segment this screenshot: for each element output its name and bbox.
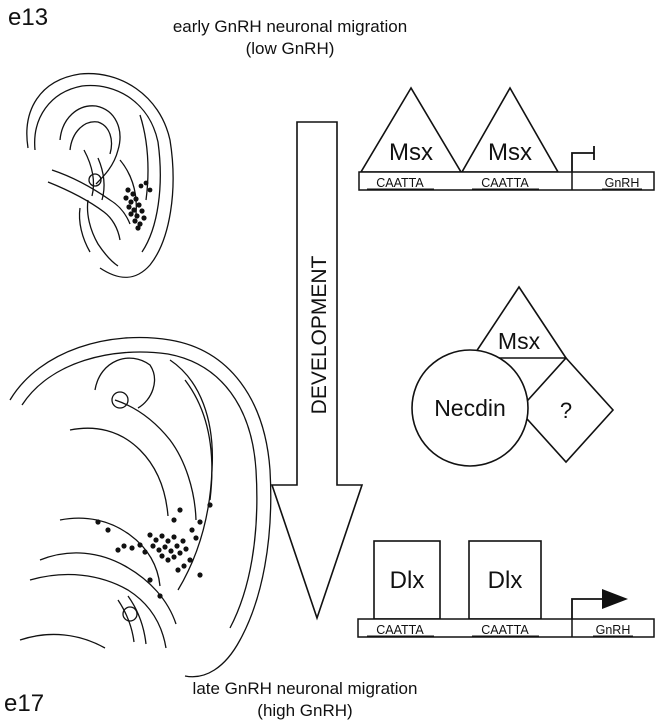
e13-embryo-sketch xyxy=(27,74,173,278)
necdin-label: Necdin xyxy=(434,395,506,421)
development-arrow-label: DEVELOPMENT xyxy=(308,255,331,414)
late-site-1: CAATTA xyxy=(376,623,424,637)
e13-gnrh-neurons xyxy=(123,181,152,231)
msx-label-2: Msx xyxy=(488,139,532,166)
early-site-2: CAATTA xyxy=(481,176,529,190)
repressed-tss-icon xyxy=(572,153,594,172)
dlx-label-2: Dlx xyxy=(488,567,523,594)
complex-msx-label: Msx xyxy=(498,328,541,354)
late-site-2: CAATTA xyxy=(481,623,529,637)
msx-label-1: Msx xyxy=(389,139,433,166)
e17-gnrh-neurons xyxy=(95,502,212,598)
early-promoter-construct: Msx Msx CAATTA CAATTA GnRH xyxy=(359,88,654,190)
early-site-1: CAATTA xyxy=(376,176,424,190)
development-arrow: DEVELOPMENT xyxy=(272,122,362,618)
active-tss-arrow-icon xyxy=(572,599,606,619)
e17-embryo-sketch xyxy=(10,338,271,677)
late-gene-label: GnRH xyxy=(596,623,631,637)
late-promoter-construct: Dlx Dlx CAATTA CAATTA GnRH xyxy=(358,541,654,637)
dlx-label-1: Dlx xyxy=(390,567,425,594)
early-gene-label: GnRH xyxy=(605,176,640,190)
unknown-factor-label: ? xyxy=(560,398,572,423)
necdin-complex: Msx ? Necdin xyxy=(412,287,613,466)
